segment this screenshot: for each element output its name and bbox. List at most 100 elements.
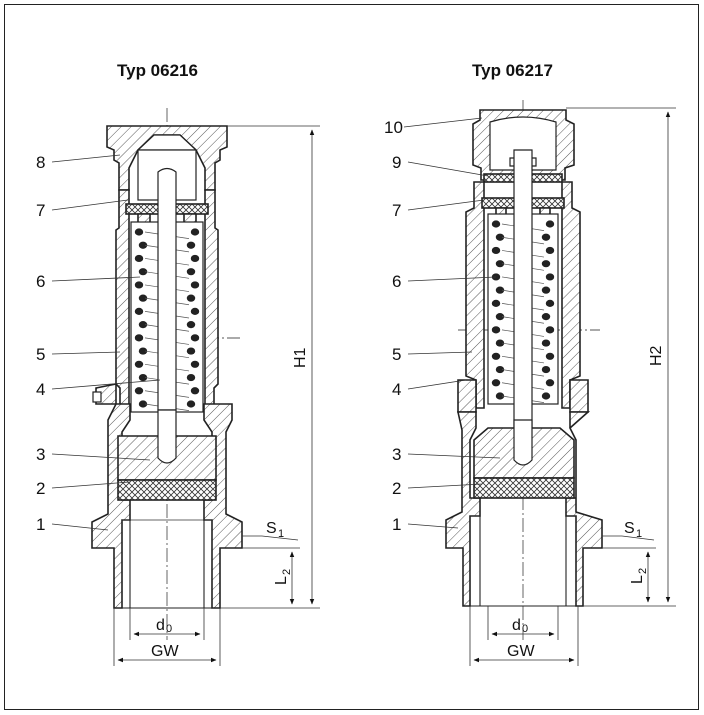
left-h1-label: H1: [292, 347, 309, 368]
spring-coil: [190, 228, 200, 236]
right-spring: [491, 220, 555, 403]
valve-left: Typ 06216: [36, 61, 320, 666]
spring-coil: [186, 241, 196, 249]
spring-coil: [491, 299, 501, 307]
right-bonnet-right: [561, 181, 581, 409]
spring-coil: [134, 334, 144, 342]
spring-coil: [186, 373, 196, 382]
spring-coil: [541, 339, 551, 347]
spring-coil: [495, 233, 505, 241]
spring-coil: [541, 392, 551, 400]
left-dim-l2: L 2: [273, 551, 295, 605]
spring-coil: [491, 246, 501, 255]
callout-7: 7: [36, 201, 45, 220]
callout-6: 6: [36, 272, 45, 291]
callout-2: 2: [392, 479, 401, 498]
left-l2-label: L: [273, 576, 290, 585]
left-body-right: [203, 403, 243, 609]
spring-coil: [186, 294, 196, 302]
spring-coil: [495, 260, 505, 268]
callout-8: 8: [36, 153, 45, 172]
right-h2-label: H2: [648, 345, 665, 366]
callout-1: 1: [36, 515, 45, 534]
spring-coil: [491, 379, 501, 387]
svg-text:1: 1: [636, 528, 642, 540]
spring-coil: [495, 365, 505, 374]
spring-coil: [545, 220, 555, 228]
left-dim-bottom: d 0 GW: [113, 608, 221, 666]
spring-coil: [190, 281, 200, 289]
left-stem: [157, 167, 177, 411]
spring-coil: [541, 313, 551, 321]
svg-text:2: 2: [637, 568, 649, 574]
spring-coil: [134, 281, 144, 289]
right-title: Typ 06217: [472, 61, 553, 80]
spring-coil: [138, 373, 148, 382]
left-dim-h1: H1: [220, 125, 320, 609]
spring-coil: [138, 268, 148, 276]
svg-text:1: 1: [278, 528, 284, 540]
spring-coil: [545, 246, 555, 255]
callout-3: 3: [392, 445, 401, 464]
spring-coil: [138, 321, 148, 329]
callout-7: 7: [392, 201, 401, 220]
right-body-left: [445, 411, 481, 607]
left-seal: [117, 479, 217, 501]
spring-coil: [138, 241, 148, 249]
right-stem: [513, 149, 533, 466]
left-s1-label: S: [266, 520, 277, 537]
right-l2-label: L: [629, 575, 646, 584]
spring-coil: [190, 254, 200, 263]
spring-coil: [190, 360, 200, 368]
callout-4: 4: [392, 380, 401, 399]
callout-10: 10: [384, 118, 403, 137]
right-dim-l2: L 2: [629, 551, 651, 603]
callout-9: 9: [392, 153, 401, 172]
left-bonnet-right: [204, 189, 219, 416]
right-dim-s1: S 1: [602, 520, 656, 549]
callout-5: 5: [36, 345, 45, 364]
callout-1: 1: [392, 515, 401, 534]
spring-coil: [545, 352, 555, 360]
right-s1-label: S: [624, 520, 635, 537]
left-d0-label: d: [156, 617, 165, 634]
left-callouts: 8 7 6 5 4 3 2 1: [36, 153, 161, 534]
callout-2: 2: [36, 479, 45, 498]
spring-coil: [134, 387, 144, 395]
left-body-left: [91, 403, 131, 609]
spring-coil: [545, 299, 555, 307]
right-dim-h2: H2: [566, 107, 676, 607]
right-callouts: 10 9 7 6 5 4 3 2 1: [384, 117, 501, 534]
spring-coil: [190, 387, 200, 395]
right-seal: [473, 477, 575, 499]
spring-coil: [190, 334, 200, 342]
spring-coil: [138, 400, 148, 408]
spring-coil: [491, 352, 501, 360]
spring-coil: [545, 273, 555, 281]
spring-coil: [495, 286, 505, 294]
right-d0-label: d: [512, 617, 521, 634]
left-gw-label: GW: [151, 643, 179, 660]
spring-coil: [545, 379, 555, 387]
spring-coil: [134, 228, 144, 236]
spring-coil: [190, 307, 200, 315]
spring-coil: [495, 313, 505, 321]
spring-coil: [495, 392, 505, 400]
spring-coil: [491, 220, 501, 228]
callout-6: 6: [392, 272, 401, 291]
callout-5: 5: [392, 345, 401, 364]
spring-coil: [186, 268, 196, 276]
callout-3: 3: [36, 445, 45, 464]
svg-text:0: 0: [166, 623, 172, 635]
right-dim-bottom: d 0 GW: [469, 606, 579, 666]
spring-coil: [134, 307, 144, 315]
spring-coil: [186, 321, 196, 329]
svg-text:0: 0: [522, 623, 528, 635]
left-dim-s1: S 1: [242, 520, 300, 549]
spring-coil: [134, 360, 144, 368]
right-bonnet-left: [465, 181, 485, 409]
svg-text:2: 2: [281, 569, 293, 575]
spring-coil: [138, 347, 148, 355]
spring-coil: [541, 286, 551, 294]
